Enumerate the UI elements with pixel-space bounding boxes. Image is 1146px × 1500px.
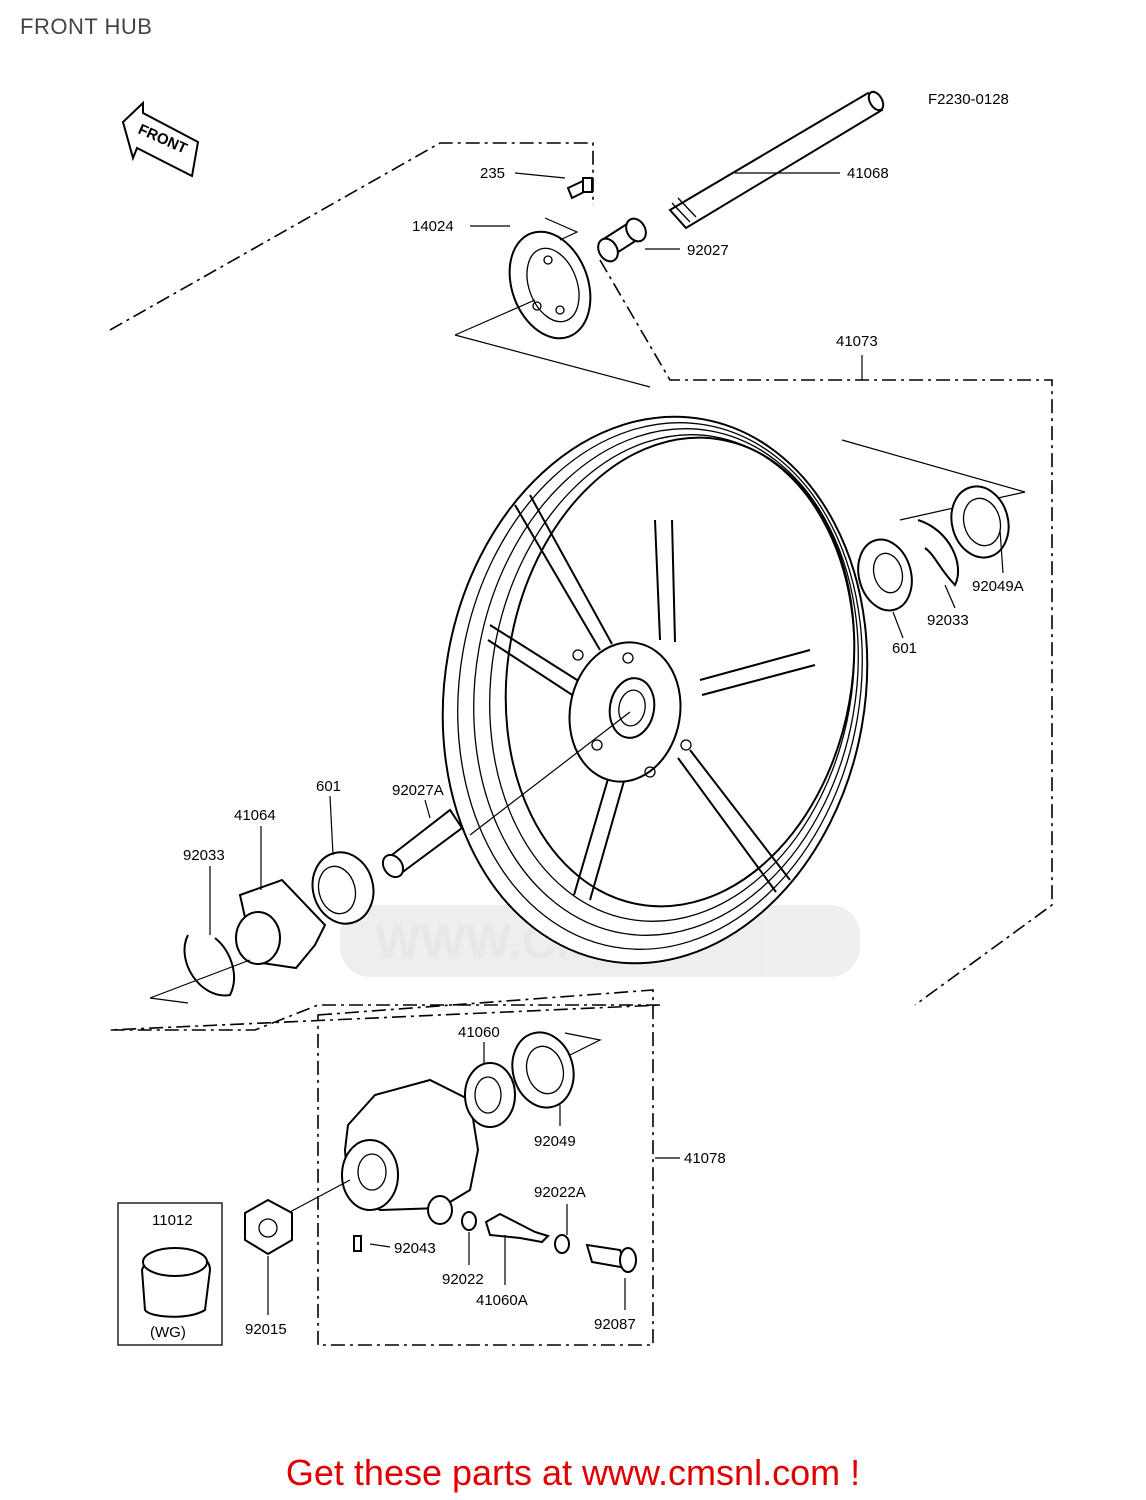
spacer-92027A	[381, 808, 464, 879]
part-label-92022A: 92022A	[534, 1184, 586, 1201]
front-wheel	[441, 415, 869, 965]
part-label-92027: 92027	[687, 242, 729, 259]
front-axle	[668, 90, 885, 230]
cover-14024	[508, 230, 592, 340]
footer-cta-link[interactable]: Get these parts at www.cmsnl.com !	[0, 1452, 1146, 1494]
part-label-92087: 92087	[594, 1316, 636, 1333]
part-label-92033-left: 92033	[183, 847, 225, 864]
exploded-parts-diagram: WWW.CMSNL FRONT F2230-0128	[109, 90, 1053, 1346]
oil-seal-92049A	[950, 485, 1010, 559]
circlip-92033-right	[917, 519, 960, 587]
part-label-41060A: 41060A	[476, 1292, 528, 1309]
part-label-601-left: 601	[316, 778, 341, 795]
front-direction-arrow: FRONT	[121, 100, 200, 178]
speedometer-drive-41064	[235, 878, 327, 970]
footer-cta-text[interactable]: Get these parts at www.cmsnl.com !	[285, 1452, 861, 1493]
gear-housing-41078	[341, 1078, 480, 1225]
gear-41060	[464, 1062, 516, 1128]
part-label-41078: 41078	[684, 1150, 726, 1167]
bearing-601-right	[857, 538, 913, 612]
part-label-41060: 41060	[458, 1024, 500, 1041]
cap-11012	[140, 1247, 212, 1318]
part-label-41064: 41064	[234, 807, 276, 824]
part-label-11012: 11012	[152, 1212, 193, 1229]
nut-92015	[244, 1198, 293, 1256]
part-label-235: 235	[480, 165, 505, 182]
part-label-92033-right: 92033	[927, 612, 969, 629]
part-label-92022: 92022	[442, 1271, 484, 1288]
part-label-92027A: 92027A	[392, 782, 444, 799]
gear-housing-frame	[317, 989, 654, 1346]
washer-92022	[461, 1211, 477, 1231]
part-label-14024: 14024	[412, 218, 454, 235]
bearing-601-left	[311, 851, 375, 925]
bolt-235	[566, 177, 593, 200]
part-label-92049: 92049	[534, 1133, 576, 1150]
pinion-41060A	[484, 1212, 550, 1244]
part-label-92049A: 92049A	[972, 578, 1024, 595]
part-label-601-right: 601	[892, 640, 917, 657]
washer-92022A	[554, 1234, 570, 1254]
part-label-92015: 92015	[245, 1321, 287, 1338]
pin-92043	[353, 1235, 362, 1252]
wheel-assembly-frame	[109, 142, 1053, 1031]
part-label-wg: (WG)	[150, 1324, 186, 1341]
part-label-41068: 41068	[847, 165, 889, 182]
bushing-92087	[585, 1243, 637, 1273]
cap-box	[117, 1202, 223, 1346]
part-label-92043: 92043	[394, 1240, 436, 1257]
part-label-41073: 41073	[836, 333, 878, 350]
diagram-code: F2230-0128	[928, 91, 1009, 108]
oil-seal-92049	[511, 1031, 575, 1109]
page-title: FRONT HUB	[20, 14, 153, 39]
collar-92027	[597, 217, 647, 263]
circlip-92033-left	[183, 934, 235, 997]
